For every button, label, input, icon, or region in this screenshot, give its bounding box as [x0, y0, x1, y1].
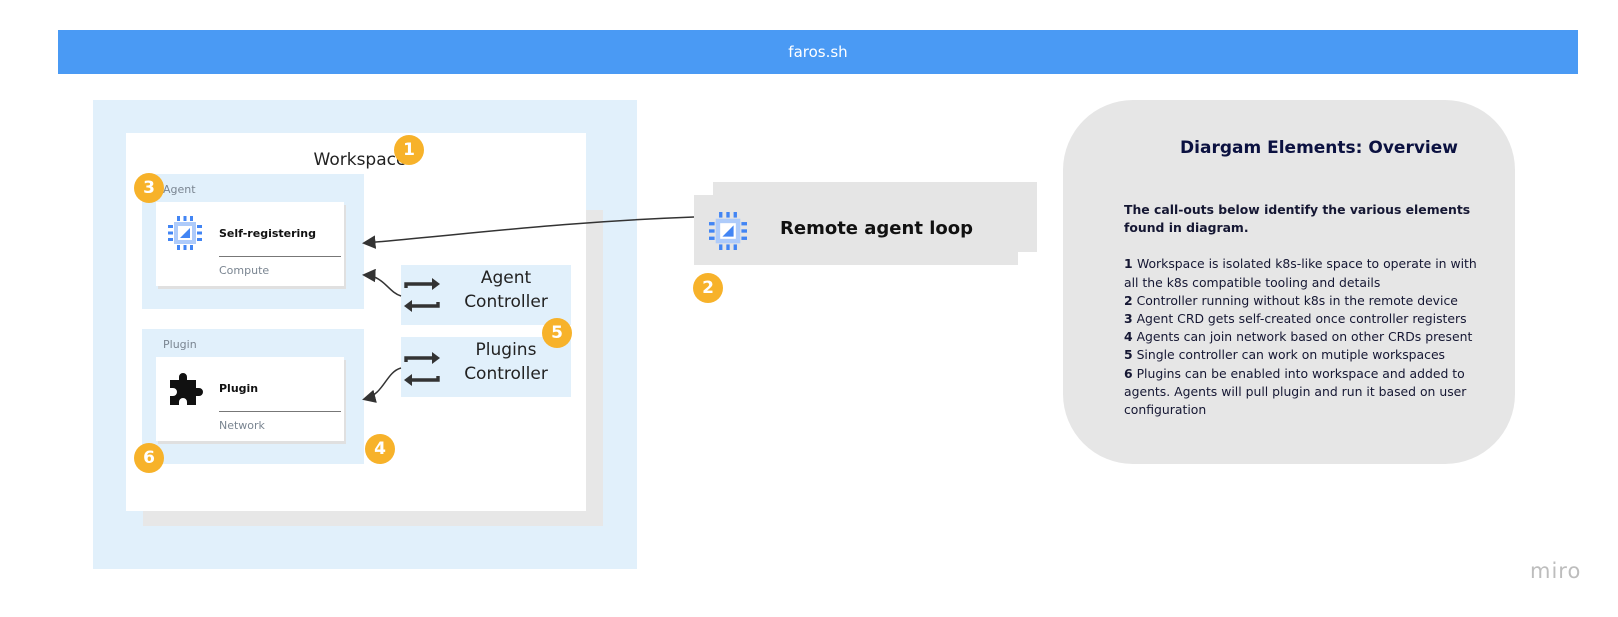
callout-badge-4: 4 [365, 434, 395, 464]
workspace-title: Workspace [313, 150, 407, 170]
plugins-controller[interactable] [401, 337, 571, 397]
agent-controller-line2: Controller [464, 292, 548, 312]
agent-card-subtitle: Compute [219, 264, 270, 277]
agent-controller-label: Agent Controller [443, 266, 569, 314]
overview-item: 4 Agents can join network based on other… [1124, 329, 1473, 345]
title-banner: faros.sh [58, 30, 1578, 74]
plugin-card-subtitle: Network [219, 419, 265, 432]
overview-item: 3 Agent CRD gets self-created once contr… [1124, 311, 1467, 327]
overview-item: 6 Plugins can be enabled into workspace … [1124, 365, 1467, 418]
overview-panel [1063, 100, 1515, 464]
overview-item: 2 Controller running without k8s in the … [1124, 292, 1458, 308]
divider [219, 411, 341, 412]
chip-icon [709, 212, 747, 250]
agent-group-label: Agent [163, 183, 196, 196]
plugins-controller-line2: Controller [464, 364, 548, 384]
agent-controller-line1: Agent [480, 268, 532, 288]
controller-to-agent-arrow [362, 268, 402, 297]
plugin-group-label: Plugin [163, 338, 197, 351]
plugin-card-title: Plugin [219, 382, 259, 395]
workspace-shadow-side [586, 210, 603, 526]
remote-agent-title: Remote agent loop [780, 218, 973, 239]
swap-arrows-icon [402, 275, 442, 315]
miro-watermark: miro [1530, 559, 1582, 583]
callout-badge-1: 1 [394, 135, 424, 165]
overview-title: Diargam Elements: Overview [1180, 138, 1458, 158]
agent-card-title: Self-registering [219, 227, 317, 240]
puzzle-icon [168, 371, 204, 407]
callout-badge-3: 3 [134, 173, 164, 203]
controller-to-plugin-arrow [362, 367, 402, 403]
swap-arrows-icon [402, 349, 442, 389]
divider [219, 256, 341, 257]
overview-item: 1 Workspace is isolated k8s-like space t… [1124, 256, 1477, 290]
overview-item: 5 Single controller can work on mutiple … [1124, 347, 1446, 363]
chip-icon [168, 216, 202, 250]
agent-controller[interactable] [401, 265, 571, 325]
callout-badge-2: 2 [693, 273, 723, 303]
banner-title: faros.sh [788, 43, 848, 61]
remote-agent-loop[interactable] [694, 195, 1018, 265]
callout-badge-5: 5 [542, 318, 572, 348]
plugins-controller-line1: Plugins [475, 340, 537, 360]
remote-to-agent-arrow [362, 216, 695, 249]
plugins-controller-label: Plugins Controller [443, 338, 569, 386]
overview-body: The call-outs below identify the various… [1124, 201, 1479, 419]
overview-lead: The call-outs below identify the various… [1124, 202, 1471, 236]
callout-badge-6: 6 [134, 443, 164, 473]
